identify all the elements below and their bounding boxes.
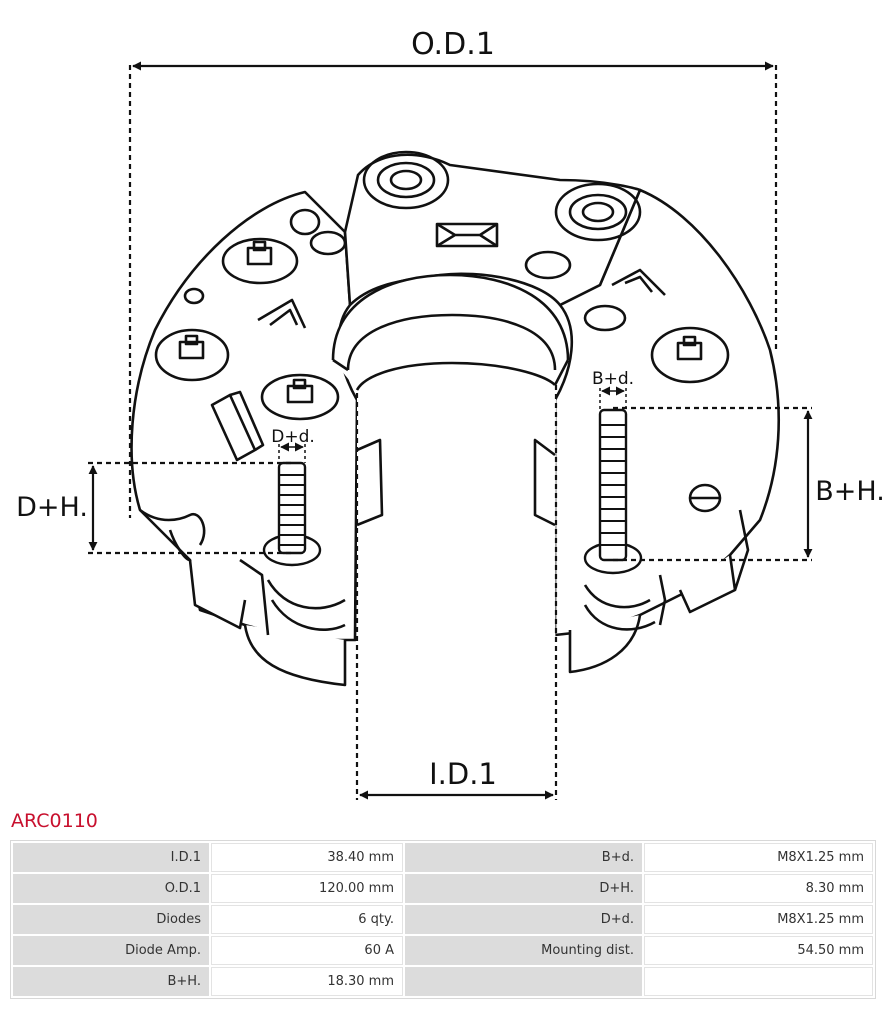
spec-label: Diodes <box>13 905 209 934</box>
table-row: I.D.1 38.40 mm B+d. M8X1.25 mm <box>13 843 873 872</box>
spec-value: 120.00 mm <box>211 874 403 903</box>
table-row: O.D.1 120.00 mm D+H. 8.30 mm <box>13 874 873 903</box>
spec-label-empty <box>405 967 642 996</box>
spec-label: B+H. <box>13 967 209 996</box>
spec-value-empty <box>644 967 873 996</box>
bd-dimension <box>599 386 627 410</box>
id-dimension <box>355 385 558 800</box>
part-code: ARC0110 <box>11 810 98 832</box>
table-row: Diode Amp. 60 A Mounting dist. 54.50 mm <box>13 936 873 965</box>
d-plus-stud <box>262 461 322 567</box>
spec-label: O.D.1 <box>13 874 209 903</box>
bd-label: B+d. <box>592 369 634 389</box>
b-plus-stud <box>583 408 643 575</box>
specs-table: I.D.1 38.40 mm B+d. M8X1.25 mm O.D.1 120… <box>10 840 876 999</box>
spec-value: 8.30 mm <box>644 874 873 903</box>
spec-value: 6 qty. <box>211 905 403 934</box>
spec-value: 38.40 mm <box>211 843 403 872</box>
rectifier-body <box>130 150 780 800</box>
od-label: O.D.1 <box>411 27 495 62</box>
table-row: B+H. 18.30 mm <box>13 967 873 996</box>
dd-label: D+d. <box>271 427 315 447</box>
spec-value: 18.30 mm <box>211 967 403 996</box>
spec-value: 60 A <box>211 936 403 965</box>
spec-label: B+d. <box>405 843 642 872</box>
spec-value: 54.50 mm <box>644 936 873 965</box>
bh-dimension <box>613 406 813 562</box>
rectifier-technical-drawing: O.D.1 I.D.1 D+H. B+H. D+d. B+d. <box>16 27 885 800</box>
spec-label: D+d. <box>405 905 642 934</box>
dh-label: D+H. <box>16 492 88 523</box>
id-label: I.D.1 <box>429 757 497 791</box>
dd-dimension <box>278 442 306 463</box>
spec-label: D+H. <box>405 874 642 903</box>
spec-label: Diode Amp. <box>13 936 209 965</box>
dh-dimension <box>88 461 292 555</box>
spec-value: M8X1.25 mm <box>644 905 873 934</box>
spec-label: Mounting dist. <box>405 936 642 965</box>
spec-label: I.D.1 <box>13 843 209 872</box>
spec-value: M8X1.25 mm <box>644 843 873 872</box>
bh-label: B+H. <box>815 476 885 507</box>
od-dimension <box>128 61 778 518</box>
table-row: Diodes 6 qty. D+d. M8X1.25 mm <box>13 905 873 934</box>
